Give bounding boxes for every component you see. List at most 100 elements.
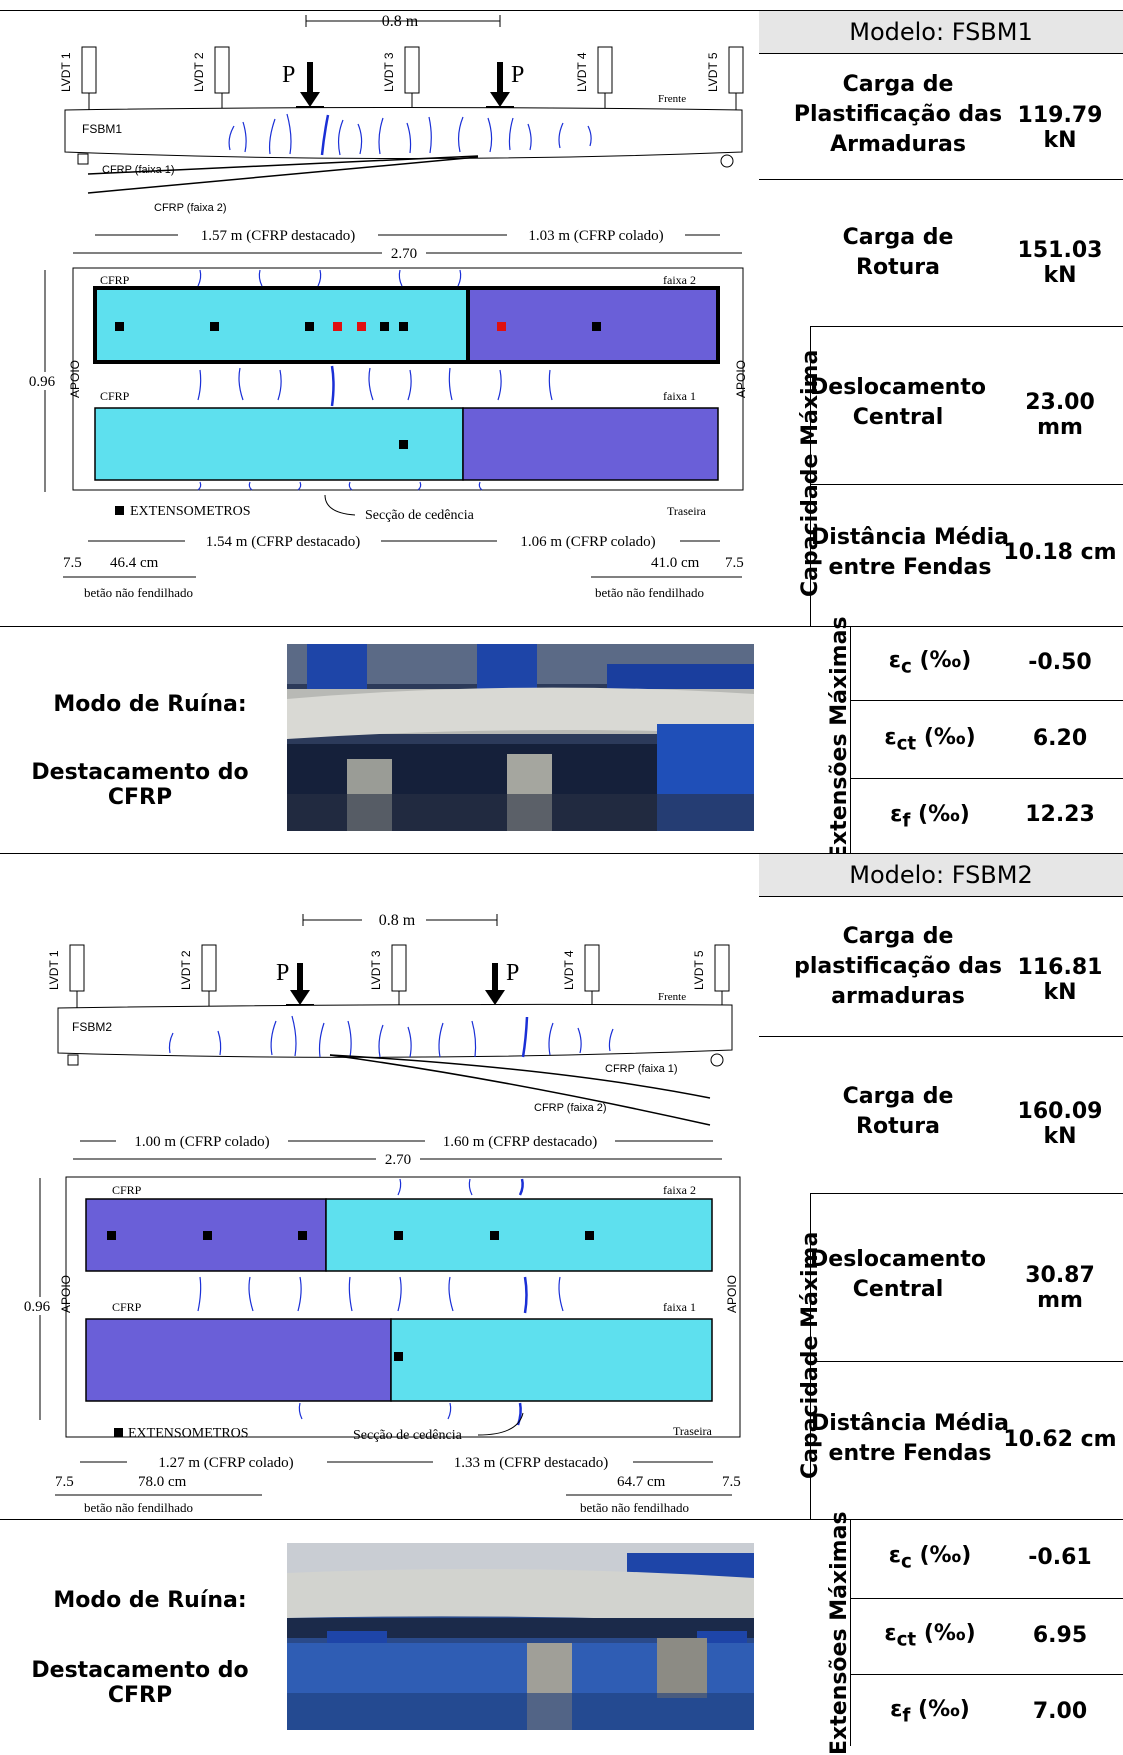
fsbm2-failure-photo	[287, 1543, 754, 1730]
divider	[850, 1519, 851, 1746]
divider	[850, 778, 1123, 779]
label-line: Armaduras	[830, 132, 966, 157]
subscript: ct	[896, 733, 917, 755]
nao-fendilhado-left: betão não fendilhado	[84, 585, 193, 600]
eps-symbol: ε	[888, 648, 901, 673]
fsbm2-eps-ct-label: εct (‰)	[870, 1621, 990, 1650]
label-line: Distância Média	[811, 1411, 1009, 1436]
extensometros-legend: EXTENSOMETROS	[130, 504, 251, 519]
faixa2-label: faixa 2	[663, 273, 696, 287]
subscript: c	[900, 1551, 912, 1573]
divider	[810, 326, 811, 626]
span-label: 0.8 m	[382, 13, 419, 30]
lvdt-label: LVDT 4	[562, 950, 576, 990]
eps-symbol: ε	[884, 1621, 897, 1646]
faixa1-label: faixa 1	[663, 1300, 696, 1314]
divider	[850, 700, 1123, 701]
divider	[850, 626, 851, 853]
fsbm2-dist-label: Distância Média entre Fendas	[800, 1409, 1020, 1469]
divider	[810, 326, 1123, 327]
frente-label: Frente	[658, 991, 686, 1003]
permil-unit: (‰)	[923, 1621, 976, 1646]
beam-label: FSBM1	[82, 122, 122, 136]
label-line: Plastificação das	[793, 102, 1003, 127]
fsbm1-desloc-value: 23.00 mm	[1025, 390, 1095, 440]
apoio-label: APOIO	[68, 360, 82, 398]
cfrp-label: CFRP	[100, 389, 130, 403]
lvdt-label: LVDT 1	[59, 52, 73, 92]
crack-pattern	[168, 1015, 614, 1058]
eps-symbol: ε	[890, 1697, 903, 1722]
load-label: P	[282, 62, 295, 88]
fsbm1-dist-value: 10.18 cm	[1003, 540, 1117, 565]
top-left-dim: 1.57 m (CFRP destacado)	[201, 228, 355, 244]
seccao-cedencia-label: Secção de cedência	[365, 508, 475, 523]
bot-left-dim: 1.27 m (CFRP colado)	[158, 1455, 293, 1471]
nao-fendilhado-left: betão não fendilhado	[84, 1500, 193, 1515]
cfrp-faixa2-curve-label: CFRP (faixa 2)	[534, 1102, 607, 1114]
label-line: Carga de	[842, 225, 954, 250]
fsbm2-eps-f-label: εf (‰)	[870, 1697, 990, 1726]
strip-faixa2-detached	[325, 1198, 713, 1272]
fsbm1-eps-f-value: 12.23	[1025, 802, 1095, 827]
faixa2-label: faixa 2	[663, 1183, 696, 1197]
cfrp-label: CFRP	[100, 273, 130, 287]
dim-75-right: 7.5	[725, 555, 744, 571]
fsbm1-dist-label: Distância Média entre Fendas	[800, 523, 1020, 583]
divider	[850, 1674, 1123, 1675]
divider	[0, 626, 1123, 627]
divider	[759, 1036, 1123, 1037]
divider	[810, 484, 1123, 485]
cfrp-label: CFRP	[112, 1300, 142, 1314]
lvdt-group	[69, 944, 730, 1009]
bot-left-dim: 1.54 m (CFRP destacado)	[206, 534, 360, 550]
fsbm1-eps-c-value: -0.50	[1028, 650, 1092, 675]
fsbm2-carga-plast-value: 116.81 kN	[1017, 955, 1103, 1005]
traseira-label: Traseira	[673, 1424, 713, 1438]
divider	[759, 896, 1123, 897]
total-length: 2.70	[391, 246, 417, 262]
fsbm2-desloc-value: 30.87 mm	[1025, 1263, 1095, 1313]
total-length: 2.70	[385, 1152, 411, 1168]
seccao-cedencia-label: Secção de cedência	[353, 1428, 463, 1443]
dim-75-left: 7.5	[63, 555, 82, 571]
fsbm1-carga-rotura-label: Carga de Rotura	[773, 223, 1023, 283]
apoio-label: APOIO	[59, 1275, 73, 1313]
fsbm1-diagram: 0.8 m LVDT 1 LVDT 2 LVDT 3 LVDT 4 LVDT 5…	[23, 13, 748, 600]
load-label: P	[511, 62, 524, 88]
fsbm1-carga-plast-value: 119.79 kN	[1017, 103, 1103, 153]
label-line: Central	[852, 405, 944, 430]
span-label: 0.8 m	[379, 912, 416, 929]
subscript: c	[900, 656, 912, 678]
label-line: Rotura	[856, 255, 940, 280]
permil-unit: (‰)	[918, 1697, 970, 1722]
dim-left-cm: 78.0 cm	[138, 1474, 187, 1490]
top-left-dim: 1.00 m (CFRP colado)	[134, 1134, 269, 1150]
lvdt-group	[81, 46, 744, 110]
fsbm2-carga-plast-label: Carga de plastificação das armaduras	[773, 922, 1023, 1012]
frente-label: Frente	[658, 93, 686, 105]
fsbm2-carga-rotura-label: Carga de Rotura	[773, 1082, 1023, 1142]
lvdt-label: LVDT 4	[575, 52, 589, 92]
lvdt-label: LVDT 3	[382, 52, 396, 92]
label-line: Deslocamento	[810, 1247, 986, 1272]
crack-pattern	[228, 113, 592, 156]
fsbm2-dist-value: 10.62 cm	[1003, 1427, 1117, 1452]
extensometer-markers	[115, 322, 601, 331]
permil-unit: (‰)	[923, 725, 976, 750]
divider	[810, 1193, 1123, 1194]
strip-faixa1-detached	[390, 1318, 713, 1402]
apoio-label: APOIO	[725, 1275, 739, 1313]
dim-right-cm: 41.0 cm	[651, 555, 700, 571]
dim-right-cm: 64.7 cm	[617, 1474, 666, 1490]
label-line: Deslocamento	[810, 375, 986, 400]
lvdt-label: LVDT 5	[692, 950, 706, 990]
eps-symbol: ε	[884, 725, 897, 750]
photo-render	[287, 1543, 754, 1730]
divider	[810, 1193, 811, 1519]
divider	[0, 1519, 1123, 1520]
permil-unit: (‰)	[918, 802, 970, 827]
lvdt-label: LVDT 5	[706, 52, 720, 92]
top-border	[0, 10, 1123, 11]
fsbm2-destacamento: Destacamento do CFRP	[31, 1658, 249, 1708]
